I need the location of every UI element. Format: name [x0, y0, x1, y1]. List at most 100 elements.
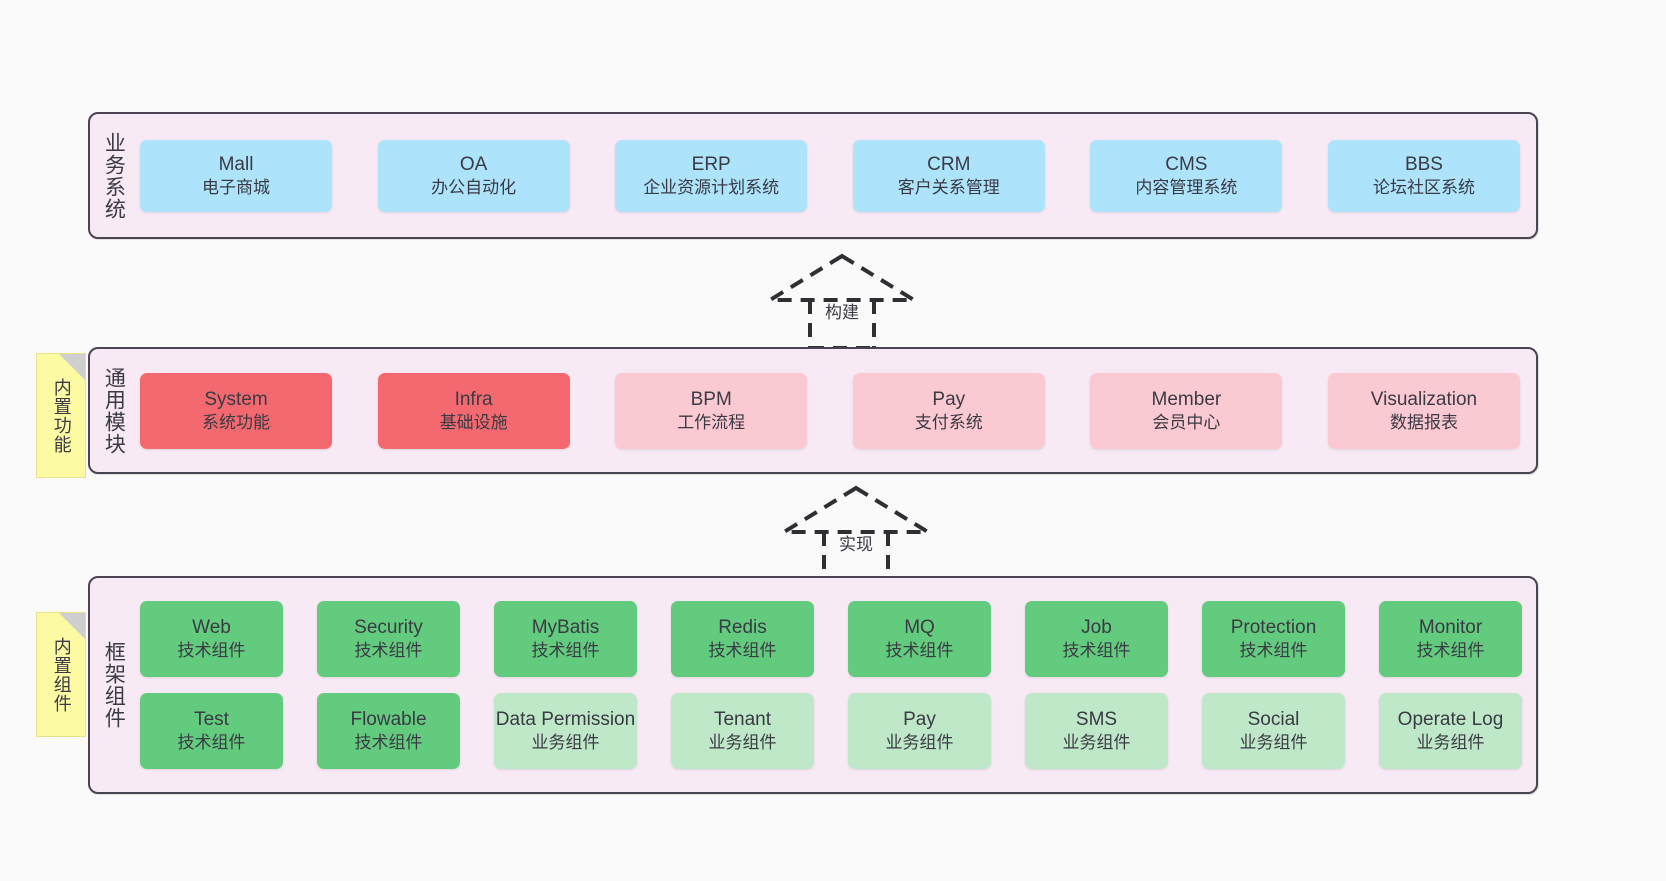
layer-title-framework-component: 框架组件: [102, 641, 126, 729]
card-monitor[interactable]: Monitor 技术组件: [1379, 601, 1522, 677]
card-title-cn: 技术组件: [531, 641, 600, 661]
card-title-en: Operate Log: [1397, 709, 1504, 731]
hollow-triangle-head: [762, 253, 922, 302]
card-title-en: Test: [194, 709, 229, 731]
card-social[interactable]: Social 业务组件: [1202, 693, 1345, 769]
card-title-cn: 技术组件: [1062, 641, 1131, 661]
card-title-cn: 系统功能: [202, 412, 270, 432]
card-title-en: Flowable: [350, 709, 427, 731]
card-title-cn: 办公自动化: [431, 177, 517, 197]
card-erp[interactable]: ERP 企业资源计划系统: [615, 139, 808, 212]
card-title-en: MQ: [904, 617, 935, 639]
card-title-cn: 技术组件: [1416, 641, 1485, 661]
dashed-shaft: [808, 300, 876, 348]
card-operate-log[interactable]: Operate Log 业务组件: [1379, 693, 1522, 769]
layer-framework-component: 框架组件 Web 技术组件 Security 技术组件 MyBatis 技术组件…: [88, 576, 1538, 794]
card-title-en: BPM: [690, 388, 732, 410]
sticky-note-builtin-function: 内置功能: [36, 353, 86, 478]
card-title-en: Member: [1151, 388, 1222, 410]
card-security[interactable]: Security 技术组件: [317, 601, 460, 677]
card-title-en: Job: [1081, 617, 1112, 639]
dashed-shaft: [822, 532, 890, 580]
card-title-en: ERP: [691, 153, 731, 175]
layer-title-common-module: 通用模块: [102, 366, 126, 455]
card-sms[interactable]: SMS 业务组件: [1025, 693, 1168, 769]
card-redis[interactable]: Redis 技术组件: [671, 601, 814, 677]
card-title-en: Visualization: [1370, 388, 1478, 410]
card-crm[interactable]: CRM 客户关系管理: [852, 139, 1045, 212]
card-visualization[interactable]: Visualization 数据报表: [1327, 372, 1520, 449]
card-mybatis[interactable]: MyBatis 技术组件: [494, 601, 637, 677]
card-title-cn: 业务组件: [708, 733, 777, 753]
hollow-triangle-head: [776, 485, 936, 534]
card-title-cn: 客户关系管理: [897, 177, 1000, 197]
card-title-en: SMS: [1075, 709, 1118, 731]
card-mq[interactable]: MQ 技术组件: [848, 601, 991, 677]
card-title-en: Security: [354, 617, 423, 639]
card-infra[interactable]: Infra 基础设施: [377, 372, 570, 449]
card-title-cn: 基础设施: [439, 412, 508, 432]
card-flowable[interactable]: Flowable 技术组件: [317, 693, 460, 769]
card-protection[interactable]: Protection 技术组件: [1202, 601, 1345, 677]
card-cms[interactable]: CMS 内容管理系统: [1090, 139, 1283, 212]
card-bbs[interactable]: BBS 论坛社区系统: [1327, 139, 1520, 212]
card-title-cn: 技术组件: [708, 641, 777, 661]
layer-body-business-system: Mall 电子商城 OA 办公自动化 ERP 企业资源计划系统 CRM 客户关系…: [136, 114, 1536, 237]
card-title-en: Infra: [454, 388, 493, 410]
card-title-cn: 工作流程: [677, 412, 746, 432]
card-title-cn: 企业资源计划系统: [643, 177, 780, 197]
card-title-cn: 数据报表: [1389, 412, 1458, 432]
card-title-cn: 会员中心: [1152, 412, 1221, 432]
card-tenant[interactable]: Tenant 业务组件: [671, 693, 814, 769]
card-title-en: Pay: [932, 388, 966, 410]
card-system[interactable]: System 系统功能: [140, 372, 332, 449]
card-title-en: Social: [1247, 709, 1300, 731]
layer-title-business-system: 业务系统: [102, 131, 126, 220]
card-title-en: CRM: [927, 153, 971, 175]
card-title-en: Tenant: [713, 709, 772, 731]
card-title-cn: 论坛社区系统: [1372, 177, 1475, 197]
card-title-cn: 业务组件: [531, 733, 600, 753]
card-title-en: CMS: [1165, 153, 1208, 175]
card-pay[interactable]: Pay 支付系统: [852, 372, 1045, 449]
card-title-en: OA: [459, 153, 488, 175]
card-title-cn: 技术组件: [1239, 641, 1308, 661]
card-test[interactable]: Test 技术组件: [140, 693, 283, 769]
card-title-cn: 业务组件: [1062, 733, 1131, 753]
layer-body-common-module: System 系统功能 Infra 基础设施 BPM 工作流程 Pay 支付系统…: [136, 349, 1536, 472]
card-title-en: System: [204, 388, 268, 410]
card-pay-component[interactable]: Pay 业务组件: [848, 693, 991, 769]
card-title-en: Redis: [718, 617, 767, 639]
connector-build: 构建: [752, 252, 932, 350]
card-title-cn: 业务组件: [1416, 733, 1485, 753]
card-bpm[interactable]: BPM 工作流程: [615, 372, 808, 449]
card-title-cn: 技术组件: [354, 733, 423, 753]
card-job[interactable]: Job 技术组件: [1025, 601, 1168, 677]
layer-business-system: 业务系统 Mall 电子商城 OA 办公自动化 ERP 企业资源计划系统 CRM…: [88, 112, 1538, 239]
connector-implement: 实现: [766, 484, 946, 582]
card-data-permission[interactable]: Data Permission 业务组件: [494, 693, 637, 769]
card-title-en: Data Permission: [495, 709, 636, 731]
sticky-note-builtin-component: 内置组件: [36, 612, 86, 737]
card-title-en: BBS: [1404, 153, 1443, 175]
card-oa[interactable]: OA 办公自动化: [377, 139, 570, 212]
layer-body-framework-component: Web 技术组件 Security 技术组件 MyBatis 技术组件 Redi…: [136, 578, 1536, 792]
card-mall[interactable]: Mall 电子商城: [140, 139, 332, 212]
card-title-cn: 内容管理系统: [1135, 177, 1238, 197]
card-title-cn: 技术组件: [177, 641, 246, 661]
card-title-en: Protection: [1230, 617, 1317, 639]
card-title-cn: 技术组件: [177, 733, 246, 753]
card-title-cn: 业务组件: [1239, 733, 1308, 753]
card-title-cn: 业务组件: [885, 733, 954, 753]
card-title-cn: 技术组件: [354, 641, 423, 661]
card-title-cn: 支付系统: [914, 412, 983, 432]
layer-common-module: 通用模块 System 系统功能 Infra 基础设施 BPM 工作流程 Pay…: [88, 347, 1538, 474]
card-title-cn: 电子商城: [202, 177, 270, 197]
card-web[interactable]: Web 技术组件: [140, 601, 283, 677]
card-title-en: Pay: [903, 709, 936, 731]
card-title-en: Mall: [218, 153, 254, 175]
card-title-en: Web: [192, 617, 231, 639]
card-title-en: MyBatis: [531, 617, 600, 639]
card-title-cn: 技术组件: [885, 641, 954, 661]
card-member[interactable]: Member 会员中心: [1090, 372, 1283, 449]
